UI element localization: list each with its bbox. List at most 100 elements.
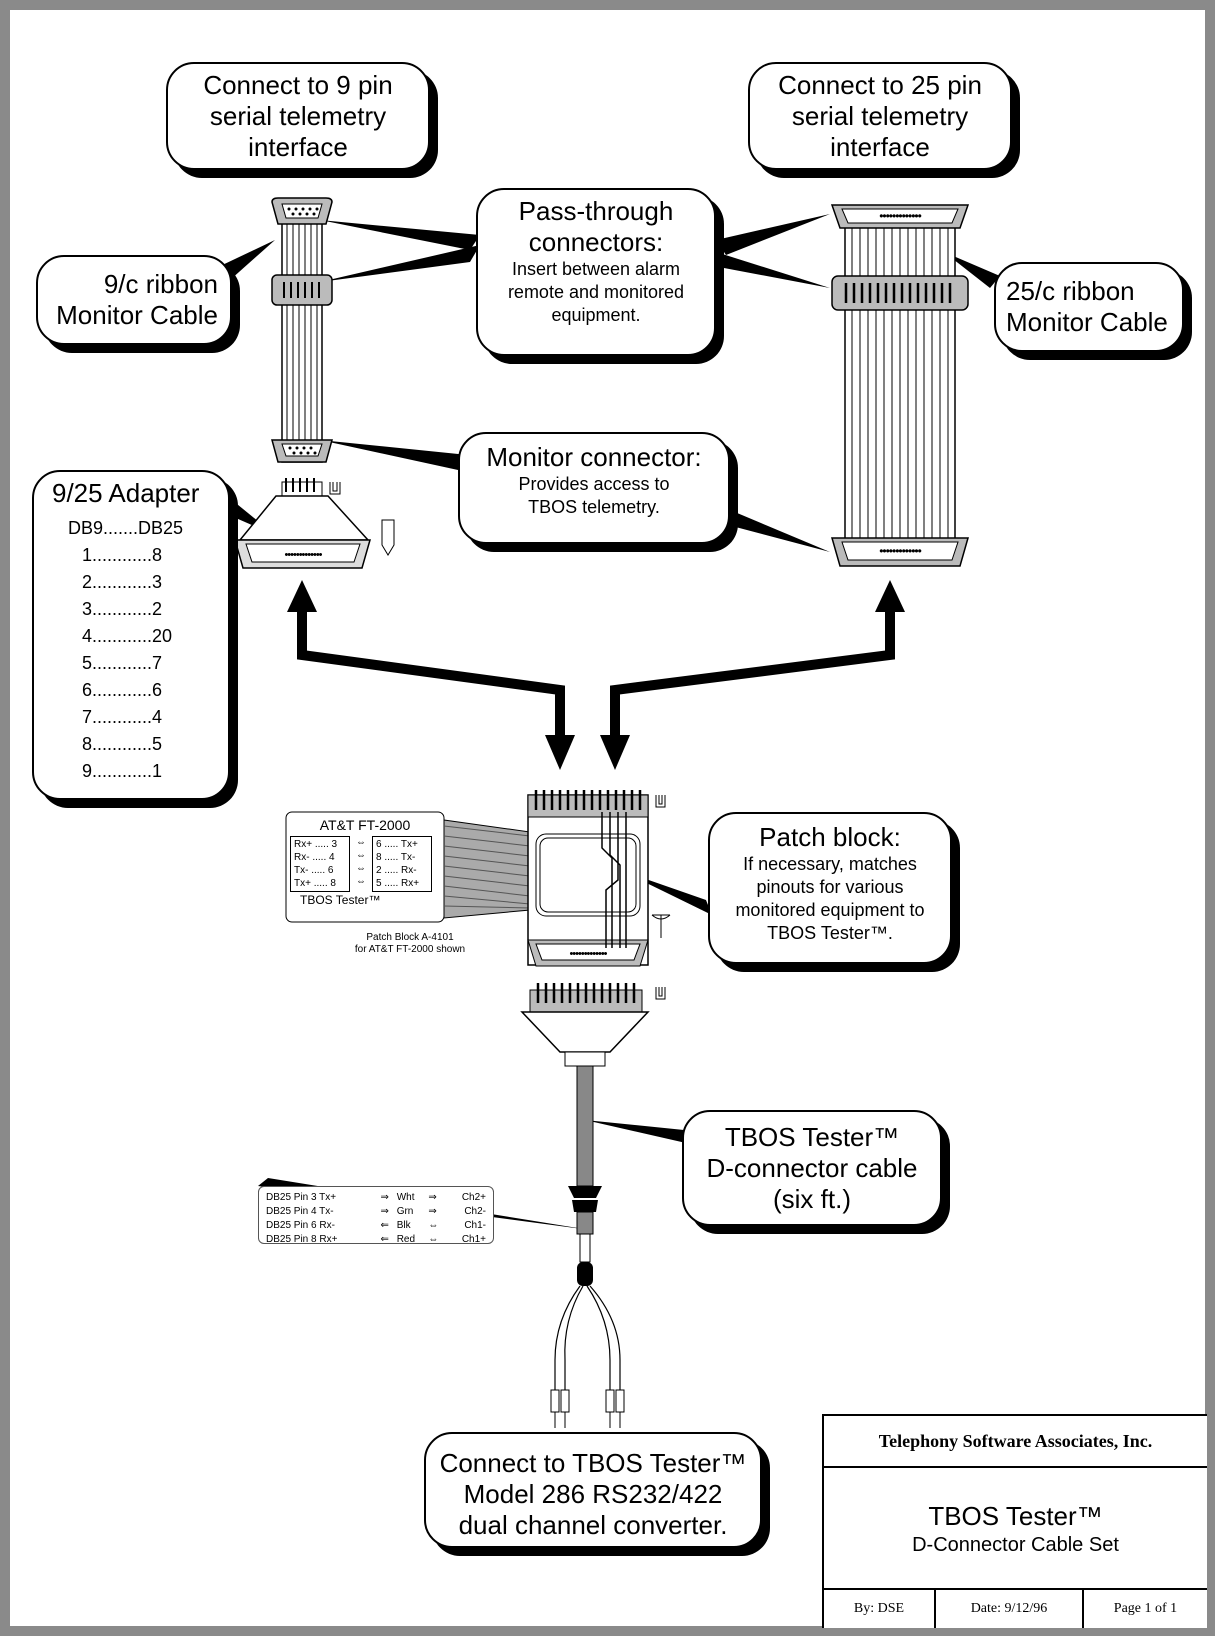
cell: Blk	[396, 1220, 411, 1231]
callout-line: 25/c ribbon	[1006, 276, 1135, 306]
callout-body: pinouts for various	[756, 877, 904, 897]
drawing-date: Date: 9/12/96	[936, 1590, 1084, 1628]
svg-text:•••••••••••••: •••••••••••••	[284, 549, 322, 561]
adapter-pin-list: 1............8 2............3 3.........…	[52, 542, 228, 785]
patch-pin: 6 ..... Tx+	[376, 839, 418, 850]
patch-block-caption: Patch Block A-4101 for AT&T FT-2000 show…	[330, 932, 490, 956]
cell: Wht	[396, 1192, 415, 1203]
callout-line: Monitor Cable	[56, 300, 218, 330]
adapter-pin-row: 1............8	[82, 545, 163, 565]
caption-line: for AT&T FT-2000 shown	[354, 944, 466, 955]
cell: Ch2-	[464, 1206, 486, 1217]
table-row: DB25 Pin 3 Tx+ ⇒ Wht ⇒ Ch2+	[265, 1191, 487, 1205]
patch-label-mid: ⇔ ⇔ ⇔ ⇔	[354, 836, 368, 892]
twentyfive-pin-monitor-cable: ••••••••••••• •••••••••••••	[830, 204, 970, 567]
table-row: DB25 Pin 8 Rx+ ⇐ Red ⇔ Ch1+	[265, 1233, 487, 1247]
callout-line: 9/c ribbon	[103, 269, 218, 299]
callout-body: equipment.	[551, 305, 641, 325]
cell: ⇒	[380, 1206, 389, 1217]
callout-title: Pass-through	[518, 196, 674, 226]
cell: DB25 Pin 6 Rx-	[266, 1220, 335, 1231]
adapter-pin-row: 7............4	[82, 707, 163, 727]
drawn-by: By: DSE	[824, 1590, 936, 1628]
drawing-title: TBOS Tester™	[928, 1501, 1103, 1531]
wire-mapping-table: DB25 Pin 3 Tx+ ⇒ Wht ⇒ Ch2+ DB25 Pin 4 Tx- ⇒ G…	[258, 1186, 494, 1247]
callout-adapter-pinout: 9/25 Adapter DB9.......DB25 1...........…	[32, 470, 230, 800]
d-connector-cable	[520, 983, 666, 1428]
callout-body: monitored equipment to	[735, 900, 925, 920]
callout-body: If necessary, matches	[743, 854, 917, 874]
patch-pin: 5 ..... Rx+	[376, 878, 420, 889]
callout-line: D-connector cable	[706, 1153, 918, 1183]
title-block-footer: By: DSE Date: 9/12/96 Page 1 of 1	[824, 1590, 1207, 1628]
company-name: Telephony Software Associates, Inc.	[824, 1416, 1207, 1468]
caption-line: Patch Block A-4101	[366, 932, 454, 943]
adapter-pin-row: 3............2	[82, 599, 163, 619]
callout-25c-ribbon: 25/c ribbon Monitor Cable	[994, 262, 1184, 352]
patch-label-card: AT&T FT-2000 Rx+ ..... 3 Rx- ..... 4 Tx-…	[290, 816, 440, 908]
adapter-title: 9/25 Adapter	[52, 478, 200, 508]
arrow-heads	[287, 580, 905, 770]
callout-d-connector-cable: TBOS Tester™ D-connector cable (six ft.)	[682, 1110, 942, 1226]
callout-line: Model 286 RS232/422	[463, 1479, 723, 1509]
cell: ⇔	[428, 1234, 439, 1245]
cell: ⇐	[380, 1234, 389, 1245]
patch-pin: 2 ..... Rx-	[376, 865, 417, 876]
cell: DB25 Pin 3 Tx+	[266, 1192, 337, 1203]
callout-25pin-interface: Connect to 25 pin serial telemetry inter…	[748, 62, 1012, 170]
table-row: DB25 Pin 4 Tx- ⇒ Grn ⇒ Ch2-	[265, 1205, 487, 1219]
adapter-pin-row: 8............5	[82, 734, 163, 754]
callout-title: connectors:	[528, 227, 664, 257]
drawing-subtitle: D-Connector Cable Set	[912, 1534, 1119, 1556]
cell: Red	[396, 1234, 416, 1245]
callout-body: Provides access to	[518, 474, 670, 494]
patch-pin-arrow: ⇔	[356, 876, 366, 887]
cell: DB25 Pin 8 Rx+	[266, 1234, 338, 1245]
adapter-pin-row: 4............20	[82, 626, 173, 646]
callout-line: serial telemetry	[209, 101, 387, 131]
patch-block: •••••••••••••	[285, 790, 671, 967]
svg-text:•••••••••••••: •••••••••••••	[569, 948, 607, 960]
cell: Ch1+	[461, 1234, 486, 1245]
callout-converter: Connect to TBOS Tester™ Model 286 RS232/…	[424, 1432, 762, 1548]
callout-monitor-connector: Monitor connector: Provides access to TB…	[458, 432, 730, 544]
svg-text:•••••••••••••: •••••••••••••	[879, 544, 921, 558]
callout-line: Connect to 25 pin	[778, 70, 982, 100]
table-row: DB25 Pin 6 Rx-⇐Blk⇔Ch1-	[265, 1219, 487, 1233]
patch-label-left: Rx+ ..... 3 Rx- ..... 4 Tx- ..... 6 Tx+ …	[290, 836, 350, 892]
cell: Ch2+	[461, 1192, 486, 1203]
callout-body: remote and monitored	[507, 282, 685, 302]
title-block: Telephony Software Associates, Inc. TBOS…	[822, 1414, 1207, 1628]
adapter-pin-row: 6............6	[82, 680, 163, 700]
patch-pin: Rx- ..... 4	[294, 852, 335, 863]
patch-pin-arrow: ⇔	[356, 863, 366, 874]
patch-label-pinmap: Rx+ ..... 3 Rx- ..... 4 Tx- ..... 6 Tx+ …	[290, 836, 440, 892]
patch-pin: 8 ..... Tx-	[376, 852, 416, 863]
cell: Grn	[396, 1206, 414, 1217]
callout-title: Patch block:	[759, 822, 901, 852]
cell: DB25 Pin 4 Tx-	[266, 1206, 334, 1217]
wire-table: DB25 Pin 3 Tx+ ⇒ Wht ⇒ Ch2+ DB25 Pin 4 Tx- ⇒ G…	[265, 1191, 487, 1247]
cell: ⇒	[428, 1206, 437, 1217]
adapter-pin-row: 9............1	[82, 761, 163, 781]
callout-line: Connect to 9 pin	[203, 70, 393, 100]
callout-line: dual channel converter.	[458, 1510, 728, 1540]
callout-body: TBOS Tester™.	[767, 923, 893, 943]
patch-pin-arrow: ⇔	[356, 837, 366, 848]
callout-line: TBOS Tester™	[724, 1122, 900, 1152]
patch-pin: Rx+ ..... 3	[294, 839, 338, 850]
cell: ⇒	[428, 1192, 437, 1203]
callout-body: Insert between alarm	[511, 259, 681, 279]
nine-pin-monitor-cable	[271, 197, 333, 463]
callout-patch-block: Patch block: If necessary, matches pinou…	[708, 812, 952, 964]
callout-title: Monitor connector:	[486, 442, 702, 472]
cell: Ch1-	[464, 1220, 486, 1231]
svg-text:•••••••••••••: •••••••••••••	[879, 209, 921, 223]
callout-pass-through: Pass-through connectors: Insert between …	[476, 188, 716, 356]
callout-line: serial telemetry	[791, 101, 969, 131]
patch-pin: Tx+ ..... 8	[294, 878, 336, 889]
cell: ⇒	[380, 1192, 389, 1203]
cell: ⇔	[428, 1220, 439, 1231]
patch-label-right: 6 ..... Tx+ 8 ..... Tx- 2 ..... Rx- 5 ..…	[372, 836, 432, 892]
